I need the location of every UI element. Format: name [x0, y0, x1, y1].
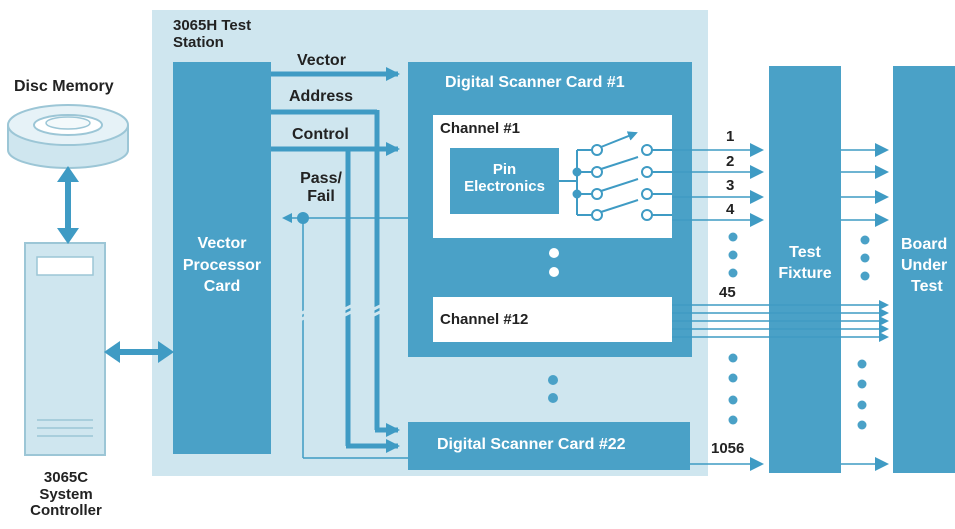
pin-lines-1-4	[672, 143, 764, 227]
channel-1-switches	[559, 131, 672, 221]
pin-2-label: 2	[726, 153, 735, 170]
vector-processor-card	[173, 62, 271, 454]
disc-controller-link	[57, 166, 79, 244]
system-controller-icon	[24, 242, 106, 456]
pin-3-label: 3	[726, 177, 735, 194]
scanner-card-22	[408, 422, 690, 470]
scanner-22-label: Digital Scanner Card #22	[437, 436, 626, 453]
channel-12-panel	[433, 297, 672, 342]
scanner-1-label: Digital Scanner Card #1	[445, 74, 625, 91]
channel-1-label: Channel #1	[440, 120, 521, 137]
control-label: Control	[292, 126, 349, 143]
board-under-test-label: Board Under Test	[901, 236, 948, 295]
vector-label: Vector	[297, 52, 346, 69]
pass-fail-line	[282, 212, 408, 459]
address-bus	[271, 109, 400, 437]
disc-memory-label: Disc Memory	[14, 78, 114, 95]
test-fixture-block	[769, 66, 841, 473]
disc-memory-icon	[7, 104, 129, 169]
pin-4-label: 4	[726, 201, 735, 218]
board-under-test-block	[893, 66, 955, 473]
pin-electronics-block	[450, 148, 559, 214]
control-bus	[271, 142, 400, 453]
pin-1056-label: 1056	[711, 440, 745, 457]
channel-12-label: Channel #12	[440, 311, 529, 328]
pass-fail-label: Pass/Fail	[300, 170, 342, 205]
address-label: Address	[289, 88, 354, 105]
pin-1-label: 1	[726, 128, 735, 145]
fixture-board-lines-top	[841, 143, 889, 227]
ellipsis-dots	[548, 232, 870, 430]
vector-processor-label: Vector Processor Card	[182, 235, 262, 296]
system-controller-label: 3065C System Controller	[30, 469, 102, 519]
pin-45-label: 45	[719, 284, 736, 301]
line-break-marks	[295, 302, 385, 324]
channel-12-lines	[672, 300, 889, 342]
controller-processor-link	[104, 341, 174, 363]
